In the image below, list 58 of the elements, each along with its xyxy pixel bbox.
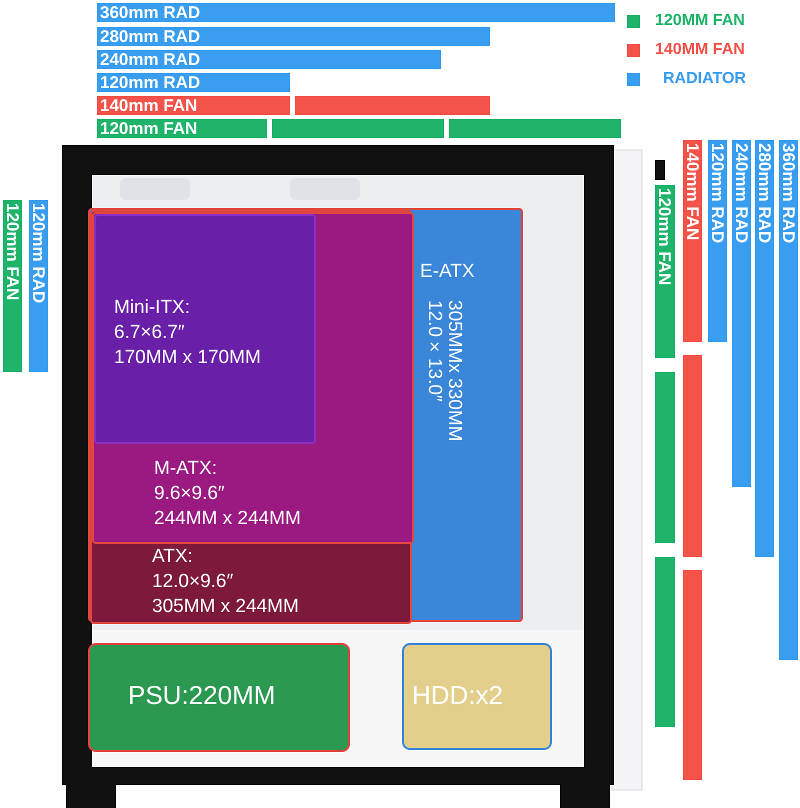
size-label: PSU:220MM [128,683,276,707]
size-label: M-ATX: [154,457,217,481]
fan-bar [3,200,22,372]
size-label: HDD:x2 [412,683,504,707]
size-label: Mini-ITX: [114,296,190,320]
size-label: ATX: [152,545,193,569]
fan-bar [683,355,702,557]
legend-label: 120MM FAN [655,12,745,30]
radiator-bar [708,140,727,342]
radiator-bar [97,73,290,92]
size-label: 305MM x 244MM [152,595,299,619]
bar-label: 280mm RAD [100,27,200,46]
hdd-bay [402,643,552,750]
fan-bar [683,570,702,780]
bar-label: 120mm FAN [100,119,198,138]
fan-bar [295,96,490,115]
size-label: 305MMx 330MM [443,300,466,442]
bar-label: 120mm FAN [3,203,22,300]
size-label: 6.7×6.7″ [114,321,185,345]
board-area [90,210,412,624]
radiator-bar [97,27,490,46]
legend-label: RADIATOR [663,70,746,88]
size-label: E-ATX [420,260,475,284]
fan-bar [449,119,621,138]
board-area [92,212,414,544]
fan-bar [655,372,675,543]
size-label: 9.6×9.6″ [154,482,225,506]
fan-bar [272,119,444,138]
bar-label: 120mm FAN [655,188,674,286]
board-area [94,214,316,444]
radiator-bar [755,140,774,557]
size-label: 12.0×13.0″ [423,300,446,402]
size-label: 170MM x 170MM [114,346,261,370]
bar-label: 120mm RAD [100,73,200,92]
size-label: 244MM x 244MM [154,507,301,531]
bar-label: 240mm RAD [732,143,751,244]
radiator-bar [97,3,615,22]
fan-bar [655,557,675,727]
fan-bar [97,119,267,138]
board-area [88,208,523,622]
bar-label: 140mm FAN [683,143,702,240]
bar-label: 360mm RAD [100,3,200,22]
bar-label: 240mm RAD [100,50,200,69]
fan-bar [683,140,702,342]
bar-label: 120mm RAD [29,203,48,304]
legend-label: 140MM FAN [655,41,745,59]
radiator-bar [732,140,751,487]
radiator-bar [29,200,48,372]
bar-label: 360mm RAD [779,143,798,244]
radiator-bar [779,140,798,660]
size-label: 12.0×9.6″ [152,570,234,594]
fan-bar [655,185,675,358]
bar-label: 280mm RAD [755,143,774,244]
bar-label: 140mm FAN [100,96,198,115]
bar-label: 120mm RAD [708,143,727,244]
fan-bar [97,96,290,115]
radiator-bar [97,50,441,69]
psu-bay [88,643,350,752]
